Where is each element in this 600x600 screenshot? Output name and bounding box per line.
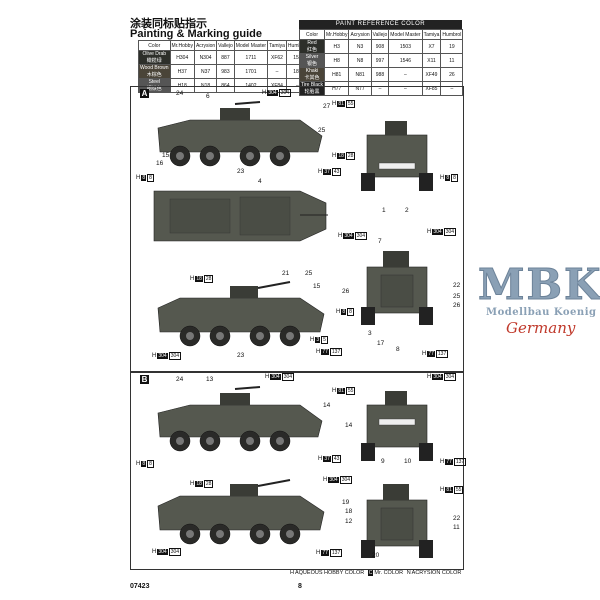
part-number: 25 bbox=[318, 127, 326, 134]
part-number: 23 bbox=[237, 352, 245, 359]
part-number: 20 bbox=[372, 552, 380, 559]
part-number: 27 bbox=[323, 103, 331, 110]
part-number: 13 bbox=[206, 376, 214, 383]
part-number: 24 bbox=[176, 90, 184, 97]
watermark-logo: MBK bbox=[478, 260, 600, 310]
paint-table: Color Mr.Hobby Acrysion Vallejo Model Ma… bbox=[138, 40, 309, 93]
vehicle-front-view-a bbox=[361, 121, 433, 191]
part-number: 19 bbox=[342, 499, 350, 506]
part-number: 18 bbox=[345, 508, 353, 515]
page-number: 8 bbox=[298, 583, 302, 590]
part-number: 12 bbox=[345, 518, 353, 525]
section-b-label: B bbox=[140, 375, 149, 384]
paint-table-header: Color Mr.Hobby Acrysion Vallejo Model Ma… bbox=[138, 40, 309, 51]
part-number: 22 bbox=[453, 282, 461, 289]
part-number: 15 bbox=[313, 283, 321, 290]
watermark-country: Germany bbox=[506, 319, 576, 337]
part-number: 26 bbox=[453, 302, 461, 309]
part-number: 3 bbox=[368, 330, 372, 337]
part-number: 21 bbox=[282, 270, 290, 277]
part-number: 23 bbox=[237, 168, 245, 175]
part-number: 11 bbox=[453, 524, 460, 531]
title-en: Painting & Marking guide bbox=[130, 28, 263, 40]
part-number: 1 bbox=[382, 207, 386, 214]
part-number: 24 bbox=[176, 376, 184, 383]
part-number: 14 bbox=[323, 402, 331, 409]
part-number: 17 bbox=[377, 340, 385, 347]
vehicle-front-view-b bbox=[361, 391, 433, 461]
section-a-label: A bbox=[140, 89, 149, 98]
vehicle-side-view-b2 bbox=[157, 479, 325, 545]
section-a-frame bbox=[130, 86, 464, 372]
ref-table-title: PAINT REFERENCE COLOR bbox=[299, 20, 462, 29]
part-number: 14 bbox=[345, 422, 353, 429]
part-number: 22 bbox=[453, 515, 461, 522]
product-code: 07423 bbox=[130, 583, 150, 590]
watermark-subtitle: Modellbau Koenig bbox=[486, 307, 597, 318]
vehicle-side-view-a2 bbox=[157, 281, 325, 347]
part-number: 9 bbox=[381, 458, 385, 465]
part-number: 7 bbox=[378, 238, 382, 245]
part-number: 25 bbox=[305, 270, 313, 277]
part-number: 8 bbox=[396, 346, 400, 353]
part-number: 25 bbox=[453, 293, 461, 300]
section-b-frame bbox=[130, 372, 464, 570]
part-number: 10 bbox=[404, 458, 412, 465]
ref-table: Color Mr.Hobby Acrysion Vallejo Model Ma… bbox=[298, 29, 464, 96]
part-number: 26 bbox=[342, 288, 350, 295]
vehicle-side-view-a1 bbox=[157, 101, 323, 167]
part-number: 4 bbox=[258, 178, 262, 185]
part-number: 15 bbox=[162, 152, 170, 159]
part-number: 16 bbox=[156, 160, 164, 167]
vehicle-rear-view-a bbox=[361, 251, 433, 325]
part-number: 2 bbox=[405, 207, 409, 214]
vehicle-top-view-a bbox=[153, 190, 328, 242]
part-number: 6 bbox=[206, 93, 210, 100]
vehicle-side-view-b1 bbox=[157, 386, 323, 452]
vehicle-rear-view-b bbox=[361, 484, 433, 558]
title-cn: 涂装同标贴指示 bbox=[130, 18, 207, 30]
